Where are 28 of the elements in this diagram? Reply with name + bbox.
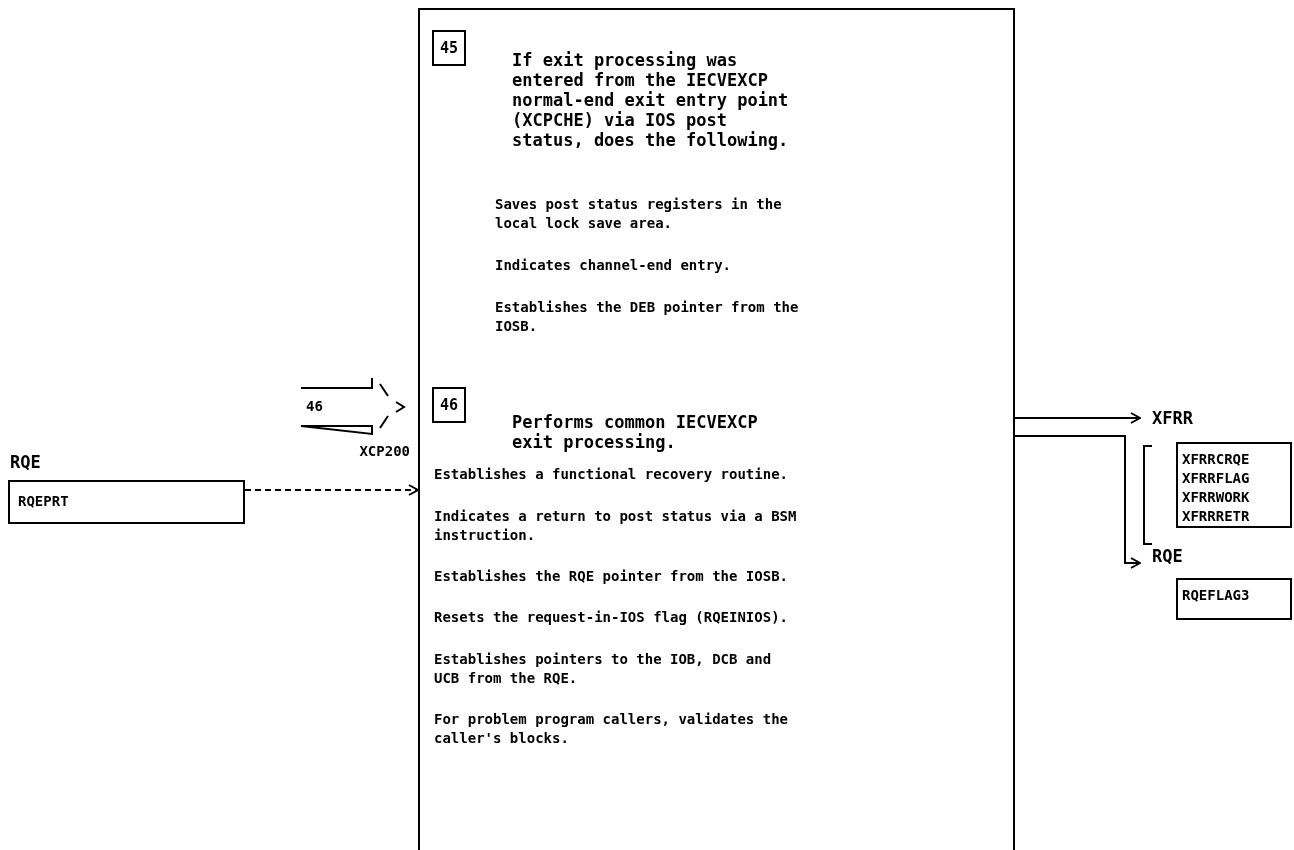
entry-label: XCP200	[359, 442, 410, 461]
step-description: Establishes pointers to the IOB, DCB and UCB from the RQE.	[434, 650, 773, 688]
step-description: Indicates channel-end entry.	[495, 256, 732, 275]
step-number: 45	[432, 30, 466, 66]
data-area-name: XFRR	[1152, 408, 1193, 428]
field-name: XFRRCRQE	[1182, 450, 1251, 469]
step-description: For problem program callers, validates the caller's blocks.	[434, 710, 789, 748]
step-description: Establishes the DEB pointer from the IOSB.	[495, 298, 800, 336]
field-name: XFRRWORK	[1182, 488, 1251, 507]
step-description: Indicates a return to post status via a BSM instruction.	[434, 507, 798, 545]
arrow	[244, 484, 419, 496]
data-area-name: RQE	[10, 452, 41, 472]
field-name: RQEFLAG3	[1182, 586, 1251, 605]
step-heading: Performs common IECVEXCP exit processing.	[512, 412, 759, 452]
step-number: 46	[432, 387, 466, 423]
step-description: Saves post status registers in the local lock save area.	[495, 195, 783, 233]
arrow	[1014, 412, 1141, 424]
arrow	[1014, 435, 1141, 569]
step-number: 46	[306, 397, 323, 416]
data-area-name: RQE	[1152, 546, 1183, 566]
step-description: Establishes the RQE pointer from the IOSB.	[434, 567, 789, 586]
step-description: Resets the request-in-IOS flag (RQEINIOS).	[434, 608, 789, 627]
process-box	[418, 8, 1015, 850]
field-name: XFRRRETR	[1182, 507, 1251, 526]
step-description: Establishes a functional recovery routine.	[434, 465, 789, 484]
field-name: RQEPRT	[18, 492, 69, 511]
field-name: XFRRFLAG	[1182, 469, 1251, 488]
step-heading: If exit processing was entered from the IECVEXCP normal-end exit entry point (XCPCHE) via IOS post status, does the following.	[512, 50, 790, 150]
